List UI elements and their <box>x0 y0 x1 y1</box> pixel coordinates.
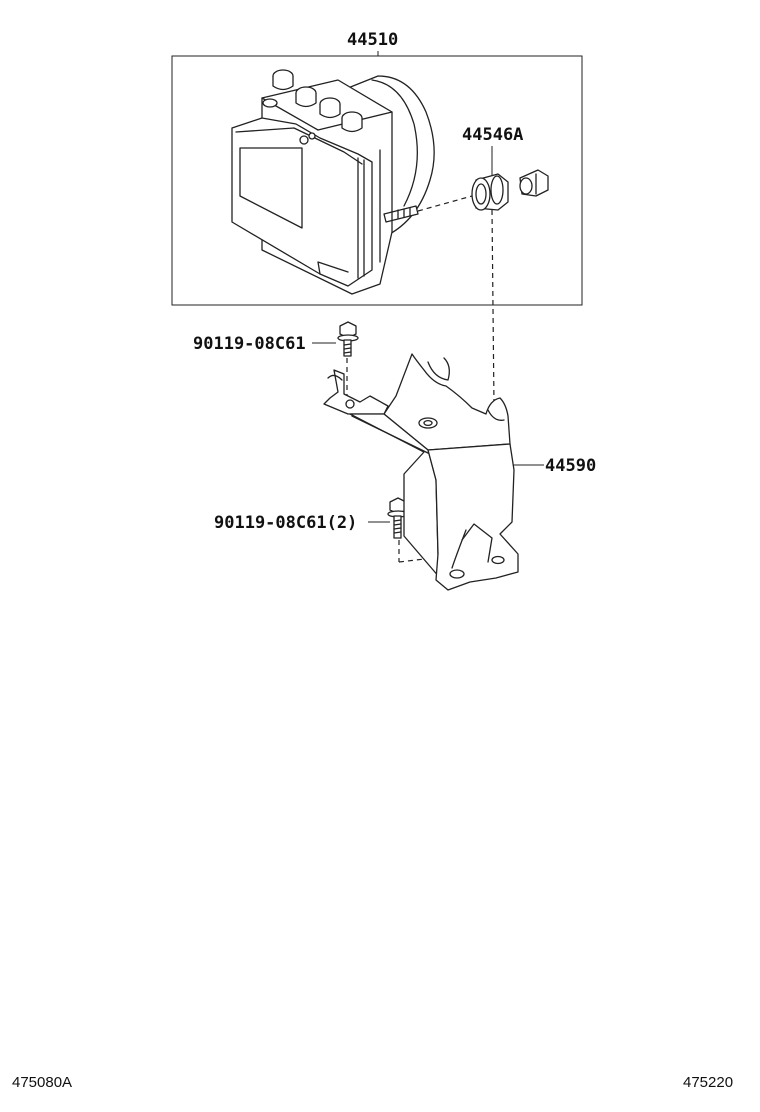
part-label-bolt-lower[interactable]: 90119-08C61(2) <box>214 513 357 533</box>
part-label-44590[interactable]: 44590 <box>545 456 596 476</box>
assembly-frame <box>171 55 583 306</box>
leader-lines <box>312 51 544 523</box>
abs-actuator-illustration <box>231 69 435 295</box>
footer-right-ref: 475220 <box>683 1074 733 1091</box>
bolt-upper-illustration <box>337 321 359 357</box>
footer-left-ref: 475080A <box>12 1074 72 1091</box>
part-label-44546a[interactable]: 44546A <box>462 125 523 145</box>
bolt-lower-illustration <box>387 497 409 539</box>
part-label-44510[interactable]: 44510 <box>347 30 398 50</box>
cushion-illustration <box>471 169 549 211</box>
bracket-illustration <box>323 353 519 591</box>
part-label-bolt-upper[interactable]: 90119-08C61 <box>193 334 306 354</box>
